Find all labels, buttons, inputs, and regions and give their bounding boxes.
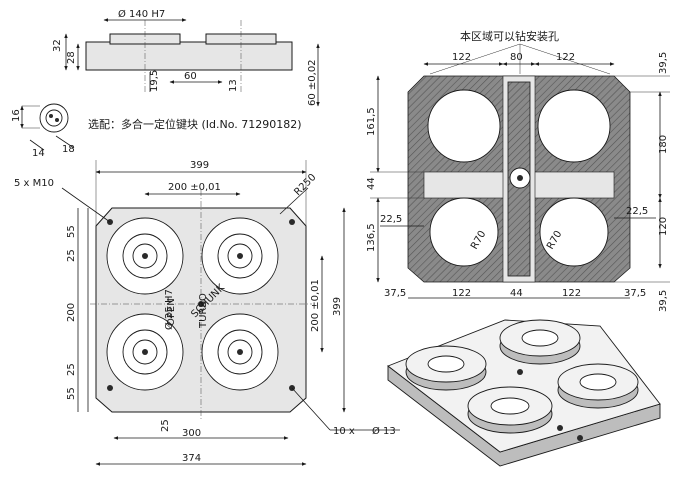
- section-r180-label: 180: [658, 135, 669, 154]
- side-d60-label: 60: [184, 71, 197, 82]
- top-chuck-bl: [106, 313, 184, 391]
- section-b37a-label: 37,5: [384, 288, 406, 299]
- top-chuck-tl: [106, 217, 184, 295]
- section-r39a-label: 39,5: [658, 52, 669, 74]
- top-w399-label: 399: [190, 160, 209, 171]
- top-w200-label: 200 ±0,01: [168, 182, 221, 193]
- top-turbo-label: TURBO: [198, 293, 209, 329]
- top-l25b-label: 25: [66, 363, 77, 376]
- top-b374-label: 374: [182, 453, 201, 464]
- section-l44-label: 44: [366, 177, 377, 190]
- section-l161-label: 161,5: [366, 107, 377, 136]
- section-title: 本区域可以钻安装孔: [460, 29, 559, 43]
- top-l55b-label: 55: [66, 387, 77, 400]
- section-b122a-label: 122: [452, 288, 471, 299]
- section-r120-label: 120: [658, 217, 669, 236]
- top-view: OPEN TURBO SCHUNK 399 200 ±0,01 R250 5 x…: [14, 160, 400, 466]
- top-r200-label: 200 ±0,01: [310, 279, 321, 332]
- top-l25a-label: 25: [66, 249, 77, 262]
- iso-chuck-1: [405, 345, 487, 391]
- top-hole-diameter-label: Ø 13: [372, 425, 396, 437]
- section-chuck-bl: [429, 197, 499, 267]
- section-chuck-tl: [427, 89, 501, 163]
- top-chuck-br: [201, 313, 279, 391]
- section-r22b-label: 22,5: [626, 206, 648, 217]
- key-d16-label: 16: [11, 109, 22, 122]
- side-d19-label: 19,5: [149, 70, 160, 92]
- top-b25-label: 25: [160, 419, 171, 432]
- key-detail: 16 14 18 选配：多合一定位键块 (Id.No. 71290182): [11, 103, 302, 159]
- top-l200-label: 200: [66, 303, 77, 322]
- key-d14-label: 14: [32, 148, 45, 159]
- top-r250-label: R250: [292, 172, 318, 198]
- top-m10-label: 5 x M10: [14, 178, 54, 189]
- section-t122a-label: 122: [452, 52, 471, 63]
- side-base-plate: [85, 41, 293, 71]
- section-t122b-label: 122: [556, 52, 575, 63]
- section-view: 本区域可以钻安装孔 R70 R70 122 80 122 39,5 180 12…: [366, 29, 670, 312]
- section-b37b-label: 37,5: [624, 288, 646, 299]
- side-d60-02-label: 60 ±0,02: [307, 59, 318, 106]
- section-l136-label: 136,5: [366, 223, 377, 252]
- side-diameter-label: Ø 140 H7: [118, 8, 165, 20]
- top-r399-label: 399: [332, 297, 343, 316]
- section-l22a-label: 22,5: [380, 214, 402, 225]
- iso-chuck-2: [499, 319, 581, 365]
- side-view: Ø 140 H7 32 28 19,5 60 13 60 ±0,02: [52, 8, 320, 107]
- section-chuck-br: [539, 197, 609, 267]
- top-d25h7-label: Ø 25 H7: [163, 289, 175, 330]
- top-chuck-tr: [201, 217, 279, 295]
- section-chuck-tr: [537, 89, 611, 163]
- top-l55a-label: 55: [66, 225, 77, 238]
- key-d18-label: 18: [62, 144, 75, 155]
- isometric-view: [387, 319, 661, 467]
- top-holes-label: 10 x: [333, 426, 355, 437]
- side-h32-label: 32: [52, 39, 63, 52]
- key-note: 选配：多合一定位键块 (Id.No. 71290182): [88, 117, 302, 131]
- section-b44-label: 44: [510, 288, 523, 299]
- top-b300-label: 300: [182, 428, 201, 439]
- key-inner-circle: [45, 109, 63, 127]
- section-t80-label: 80: [510, 52, 523, 63]
- side-d13-label: 13: [228, 79, 239, 92]
- side-h28-label: 28: [66, 51, 77, 64]
- top-open-label: OPEN: [166, 298, 177, 326]
- section-b122b-label: 122: [562, 288, 581, 299]
- iso-chuck-3: [467, 386, 553, 434]
- iso-chuck-4: [557, 363, 639, 409]
- section-r39b-label: 39,5: [658, 290, 669, 312]
